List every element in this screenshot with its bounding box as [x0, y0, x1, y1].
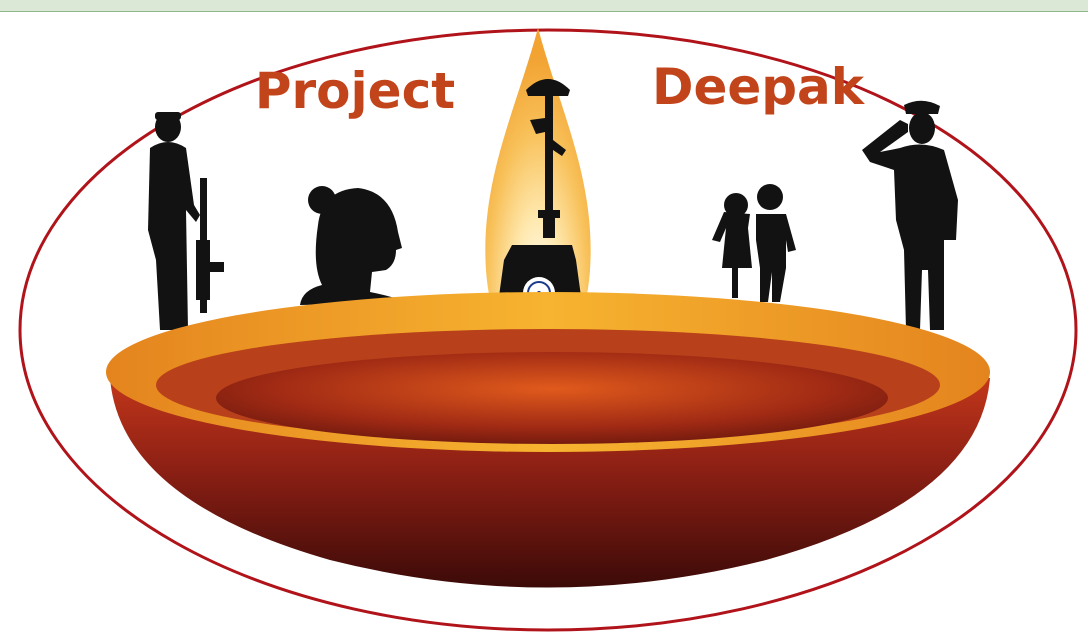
children-icon: [712, 184, 796, 302]
deepak-word: Deepak: [652, 58, 866, 116]
top-window-edge: [0, 0, 1088, 12]
saluting-officer-icon: [862, 100, 958, 330]
outer-ring: [18, 28, 1078, 632]
project-word: Project: [255, 62, 455, 120]
soldier-with-rifle-icon: [148, 112, 224, 330]
diya-lamp-icon: [106, 292, 990, 588]
woman-profile-icon: [300, 186, 405, 305]
